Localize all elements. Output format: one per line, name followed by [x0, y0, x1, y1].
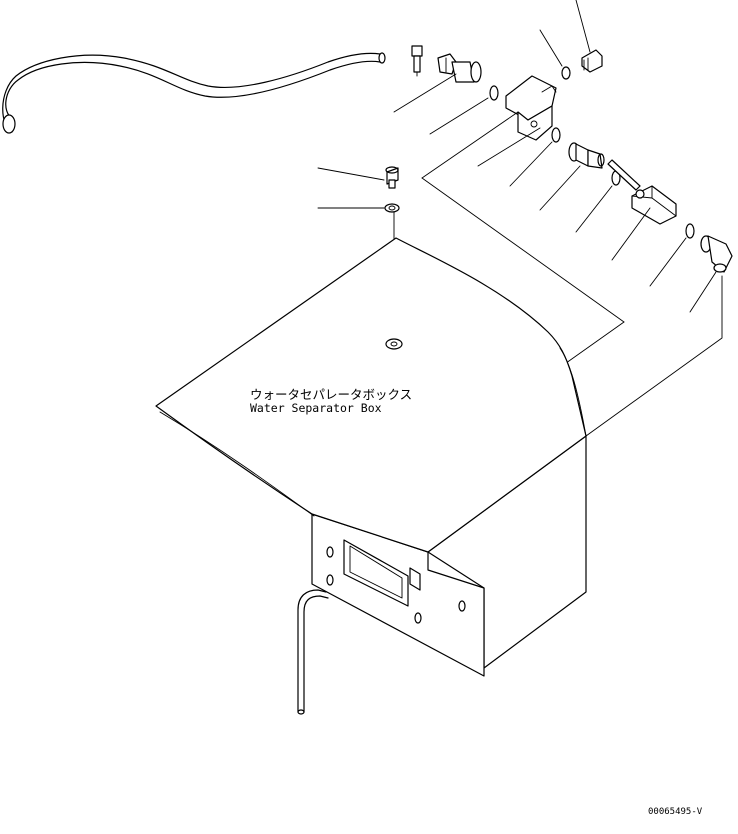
drawing-number: 00065495-V — [648, 807, 703, 817]
bolt-top — [581, 49, 603, 73]
hose-fitting — [411, 45, 423, 77]
label-english: Water Separator Box — [250, 401, 382, 415]
o-ring-2 — [551, 127, 561, 143]
leader-lines — [317, 0, 723, 493]
washer-top — [561, 66, 571, 80]
drain-valve — [607, 159, 677, 225]
washer — [384, 203, 400, 213]
adapter-block — [505, 75, 557, 141]
mounting-bolt — [385, 166, 399, 189]
hose-end — [2, 114, 16, 134]
label-japanese: ウォータセパレータボックス — [250, 387, 412, 402]
o-ring-1 — [489, 85, 499, 101]
o-ring-4 — [685, 223, 695, 239]
drain-hose — [2, 52, 386, 134]
elbow-connector — [700, 235, 733, 273]
connector-fitting — [568, 142, 605, 169]
elbow-fitting — [437, 53, 482, 83]
drain-pipe — [297, 589, 329, 715]
water-separator-box — [155, 237, 587, 677]
